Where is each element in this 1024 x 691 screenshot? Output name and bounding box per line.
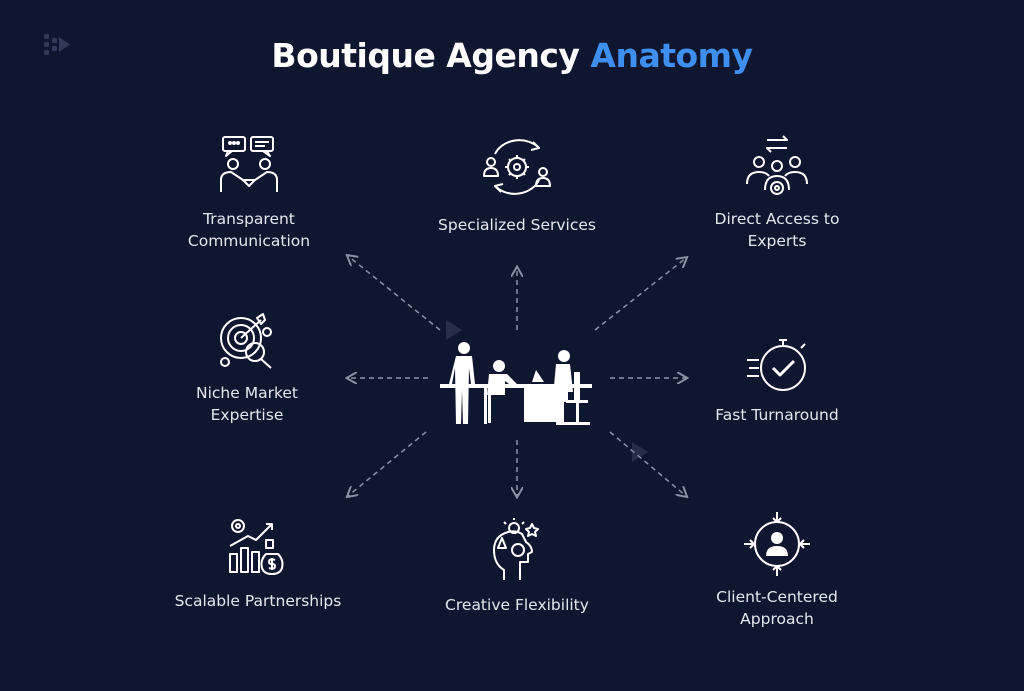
target-magnifier-icon [220,313,272,369]
node-label: Communication [187,232,311,250]
node-direct-access: Direct Access to Experts [696,134,858,252]
node-niche-market: Niche Market Expertise [170,312,324,426]
page-title: Boutique Agency Anatomy [0,36,1024,75]
node-label: Direct Access to [714,210,840,228]
node-scalable-partnerships: Scalable Partnerships [166,516,350,612]
title-accent: Anatomy [590,36,753,75]
node-fast-turnaround: Fast Turnaround [700,336,854,426]
watermark-icon [632,442,648,462]
watermark-icon [446,320,462,340]
client-focus-icon [744,512,810,576]
arrow-up-right [594,258,686,331]
arrow-down-right [609,431,686,496]
node-specialized-services: Specialized Services [420,136,614,236]
node-label: Experts [747,232,807,250]
node-label: Specialized Services [438,216,596,234]
node-label: Creative Flexibility [445,596,589,614]
node-label: Client-Centered [716,588,838,606]
brand-logo-icon [44,34,70,55]
team-exchange-icon [746,135,808,195]
team-meeting-icon [440,342,592,425]
gear-cycle-people-icon [483,139,551,195]
stopwatch-check-icon [747,339,806,391]
node-label: Niche Market [196,384,298,402]
node-label: Approach [740,610,814,628]
growth-chart-money-icon [229,519,284,575]
node-label: Transparent [203,210,295,228]
title-main: Boutique Agency [271,36,580,75]
arrow-up-left [348,256,441,331]
node-label: Fast Turnaround [715,406,839,424]
node-creative-flexibility: Creative Flexibility [430,518,604,616]
node-transparent-communication: Transparent Communication [168,134,330,252]
node-label: Expertise [210,406,284,424]
node-label: Scalable Partnerships [174,592,342,610]
creative-head-icon [493,518,539,580]
arrow-down-left [348,431,427,496]
node-client-centered: Client-Centered Approach [696,512,858,630]
handshake-chat-icon [220,136,278,192]
